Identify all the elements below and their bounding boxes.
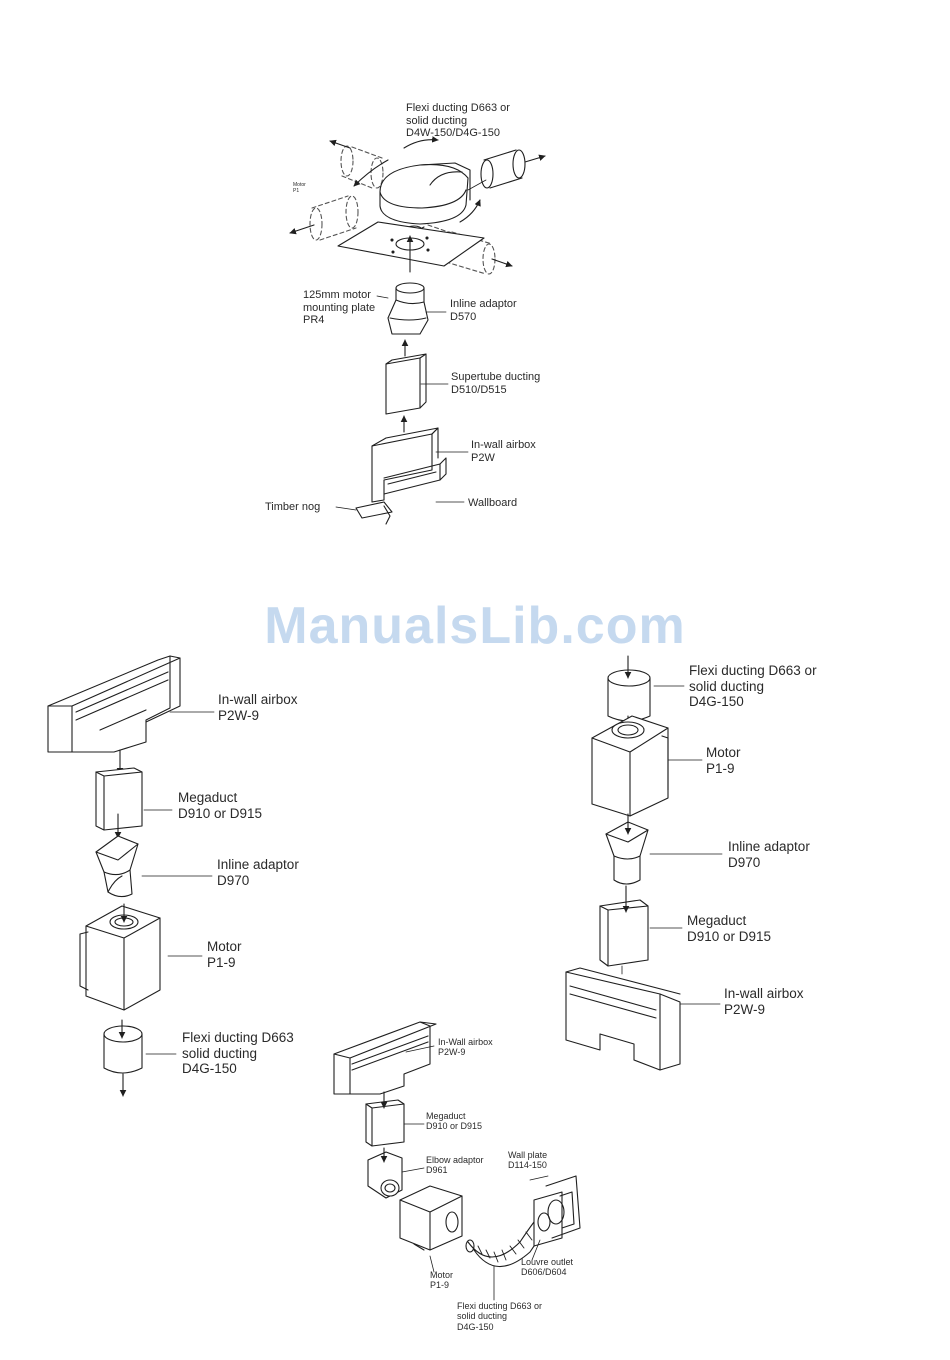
top-diagram — [289, 136, 546, 525]
motor-bottom — [399, 1185, 463, 1251]
inline-adaptor-right — [605, 813, 649, 885]
airbox-bottom — [333, 1021, 437, 1095]
motor-p1 — [379, 162, 471, 235]
megaduct-bottom — [365, 1091, 405, 1147]
right-diagram — [565, 655, 723, 1071]
elbow-adaptor-bottom — [367, 1147, 403, 1199]
flexi-duct-solid — [480, 149, 526, 189]
inline-adaptor-d570 — [387, 282, 429, 335]
megaduct-right — [599, 885, 649, 975]
airbox-p2w — [355, 427, 447, 525]
wall-plate-louvre — [533, 1175, 581, 1247]
inline-adaptor-left — [95, 835, 139, 898]
top-timber-label: Timber nog — [265, 501, 321, 513]
megaduct-left — [95, 767, 143, 839]
supertube-duct — [385, 353, 427, 415]
motor-p1-9-right — [591, 715, 669, 817]
airbox-p2w-9-left — [47, 655, 181, 753]
airbox-p2w-9-right — [565, 967, 681, 1071]
motor-p1-9-left — [79, 903, 161, 1011]
mounting-plate — [337, 221, 485, 267]
left-diagram — [47, 655, 215, 1097]
watermark: ManualsLib.com — [264, 597, 686, 655]
bottom-diagram — [333, 1021, 581, 1301]
flexi-duct-left — [103, 1019, 143, 1097]
top-wallboard-label: Wallboard — [468, 497, 518, 509]
